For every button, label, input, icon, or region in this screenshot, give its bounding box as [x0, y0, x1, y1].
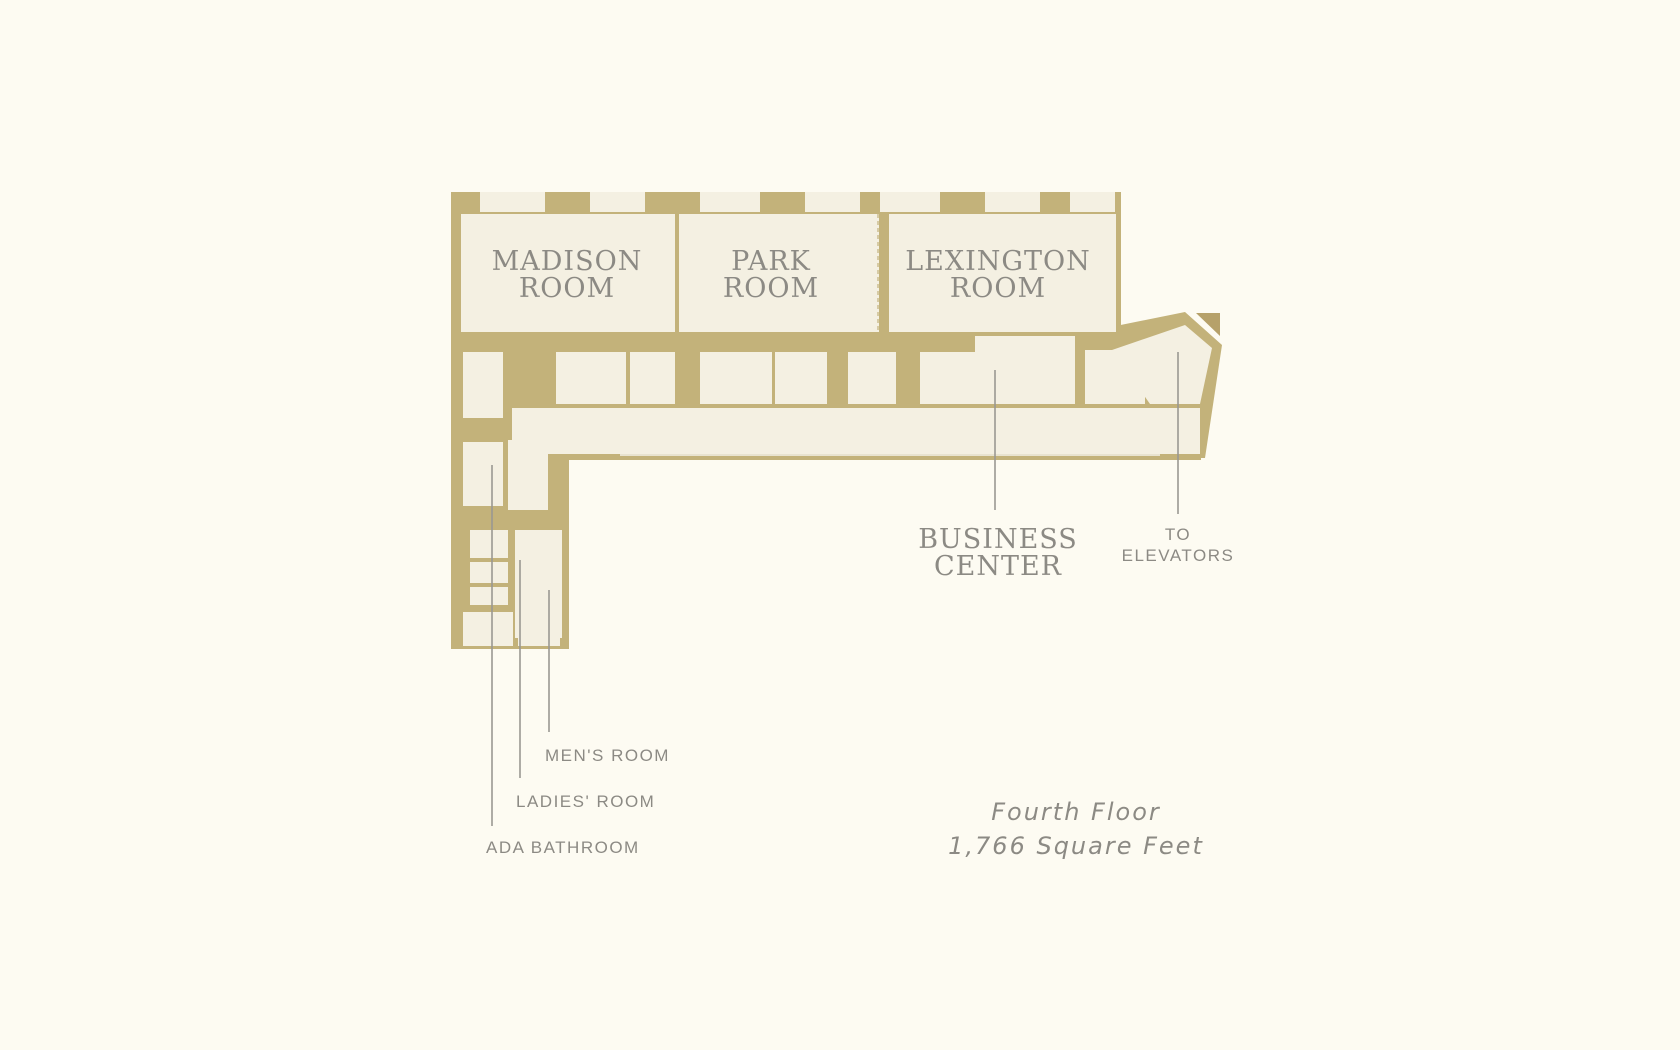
madison-room-label-line2: ROOM — [519, 273, 615, 304]
elevator-lobby-floor — [1112, 325, 1212, 404]
park-room-label-line1: PARK — [731, 246, 811, 277]
elevators-label-line1: TO — [1165, 525, 1191, 544]
floor-name-caption: Fourth Floor — [991, 798, 1161, 826]
top-facade-windows — [480, 192, 1115, 212]
elevators-label-line2: ELEVATORS — [1122, 546, 1235, 565]
floor-area-caption: 1,766 Square Feet — [948, 832, 1204, 860]
lexington-room-floor — [889, 214, 1116, 332]
park-room-label-line2: ROOM — [723, 273, 819, 304]
business-center-label-line1: BUSINESS — [918, 524, 1078, 555]
top-rooms — [461, 214, 1116, 332]
left-wing-rooms — [463, 440, 562, 646]
ladies-room-label: LADIES' ROOM — [516, 792, 655, 811]
ada-bathroom-label: ADA BATHROOM — [486, 838, 640, 857]
ladies-room-floor — [470, 530, 508, 605]
corridor-floor — [512, 408, 1200, 454]
elevator-notch — [1196, 313, 1220, 336]
ada-bathroom-floor — [463, 442, 503, 506]
lexington-room-label-line2: ROOM — [950, 273, 1046, 304]
business-center-label-line2: CENTER — [934, 551, 1062, 582]
small-rooms-row — [463, 325, 1212, 418]
park-room-floor — [679, 214, 879, 332]
lexington-room-label-line1: LEXINGTON — [905, 246, 1091, 277]
madison-room-floor — [461, 214, 675, 332]
business-center-floor — [975, 336, 1075, 404]
madison-room-label-line1: MADISON — [492, 246, 643, 277]
mens-room-label: MEN'S ROOM — [545, 746, 670, 765]
